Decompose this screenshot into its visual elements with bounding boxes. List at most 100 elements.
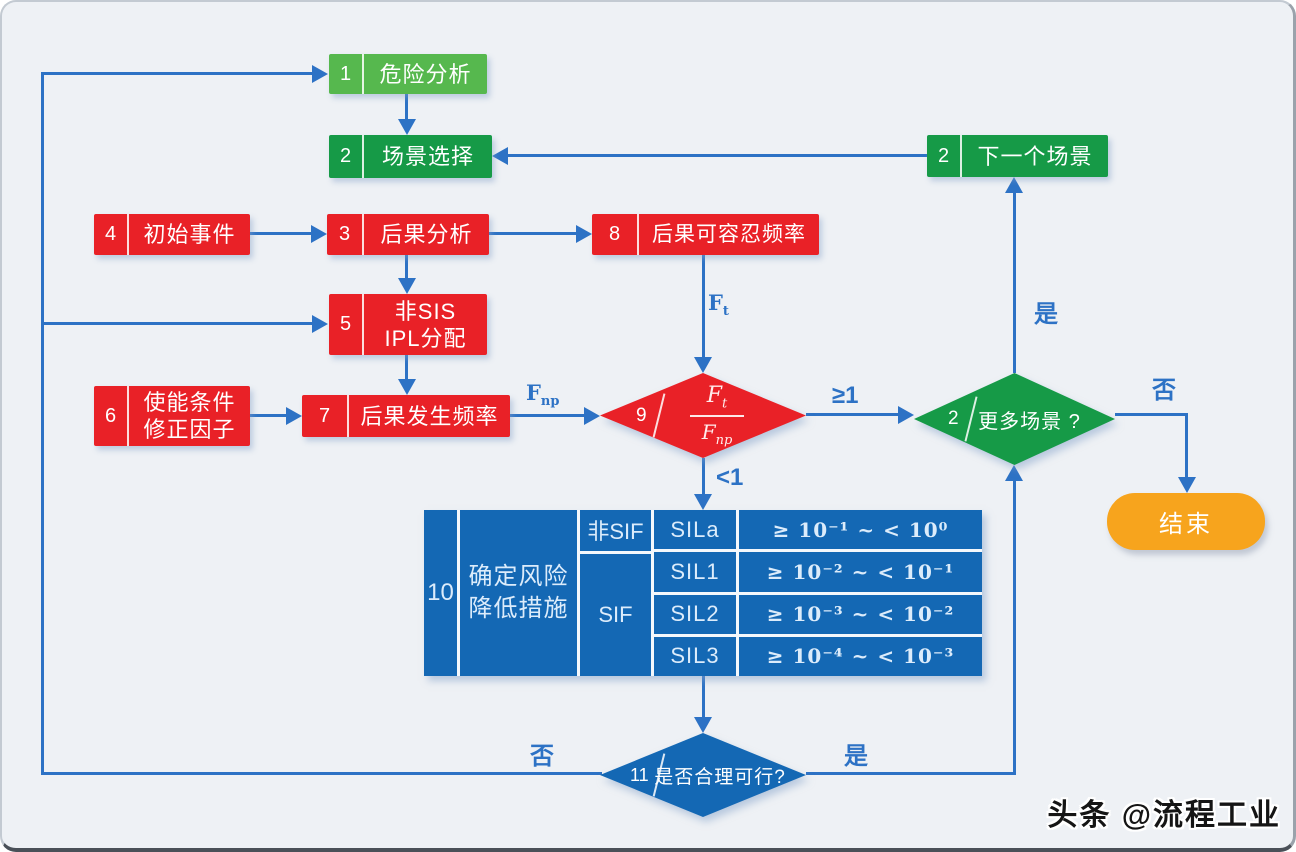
edge-label-no-more: 否 <box>1152 377 1176 404</box>
edge-feasibility-no-line <box>41 772 602 775</box>
node-number: 5 <box>329 294 364 355</box>
edge-feasibility-yes-vertical <box>1013 481 1016 775</box>
table-cell-class-sif: SIF <box>598 601 633 627</box>
table-cell-sil: SIL1 <box>654 552 736 595</box>
edge-ratio-to-table-line <box>702 458 705 494</box>
node-number: 2 <box>948 408 959 429</box>
arrowhead-into-feasibility <box>694 717 712 733</box>
arrowhead-into-scenario-selection <box>398 119 416 135</box>
table-cell-sil: SILa <box>654 510 736 553</box>
node-number: 10 <box>427 579 454 606</box>
node-label: 后果分析 <box>380 222 473 247</box>
edge-initiating-to-consequence-line <box>250 232 311 235</box>
arrowhead-into-sil-table <box>694 494 712 510</box>
arrowhead-into-ipl-allocation <box>398 278 416 294</box>
arrowhead-into-non-sis-ipl <box>312 315 328 333</box>
edge-label-no-feasible: 否 <box>530 743 554 770</box>
edge-ratio-to-more-scenarios-line <box>806 413 898 416</box>
edge-hazard-to-scenario-line <box>405 94 408 119</box>
edge-feedback-to-ipl-line <box>41 322 312 325</box>
edge-feedback-to-hazard-line <box>41 72 312 75</box>
arrowhead-into-ratio-decision-left <box>584 407 600 425</box>
node-end: 结束 <box>1107 493 1265 550</box>
watermark: 头条 @流程工业 <box>1047 799 1281 832</box>
node-number: 4 <box>94 214 129 255</box>
edge-ipl-to-frequency-line <box>405 355 408 379</box>
node-consequence-frequency: 7 后果发生频率 <box>302 395 510 437</box>
node-label: 是否合理可行? <box>654 766 786 788</box>
edge-label-lt-one: <1 <box>716 464 744 491</box>
node-number: 11 <box>630 764 649 785</box>
node-hazard-analysis: 1 危险分析 <box>329 54 487 94</box>
table-cell-class-nonsif: 非SIF <box>580 510 651 554</box>
node-initiating-event: 4 初始事件 <box>94 214 250 255</box>
node-non-sis-ipl: 5 非SIS IPL分配 <box>329 294 487 355</box>
edge-table-to-feasibility-line <box>702 676 705 717</box>
node-label-line2: IPL分配 <box>384 325 467 351</box>
edge-consequence-to-ipl-line <box>405 255 408 278</box>
table-cell-range: ≥ 10⁻² ~ < 10⁻¹ <box>739 552 982 595</box>
node-number: 1 <box>329 54 364 94</box>
decision-ratio: 9 Ft Fnp <box>600 373 806 458</box>
node-enabling-condition: 6 使能条件 修正因子 <box>94 386 250 446</box>
edge-label-fnp: Fnp <box>526 380 560 410</box>
node-scenario-selection: 2 场景选择 <box>329 135 492 178</box>
node-next-scenario: 2 下一个场景 <box>927 135 1108 177</box>
arrowhead-into-tolerable-frequency <box>576 225 592 243</box>
arrowhead-into-end <box>1178 477 1196 493</box>
node-label-line1: 非SIS <box>394 298 457 324</box>
table-cell-sil: SIL3 <box>670 643 720 669</box>
node-tolerable-frequency: 8 后果可容忍频率 <box>592 214 819 255</box>
edge-frequency-to-ratio-line <box>510 414 584 417</box>
node-number: 3 <box>327 214 364 255</box>
node-label-line2: 修正因子 <box>143 417 236 442</box>
node-label-line1: 使能条件 <box>143 390 236 415</box>
arrowhead-into-scenario-selection-right <box>492 147 508 165</box>
node-number: 2 <box>329 135 364 178</box>
node-number: 9 <box>636 404 647 426</box>
edge-more-scenarios-no-vertical <box>1185 413 1188 477</box>
node-number: 7 <box>302 395 349 437</box>
edge-next-to-scenario-line <box>508 154 927 157</box>
edge-label-yes-more: 是 <box>1034 301 1058 328</box>
edge-label-ft: Ft <box>708 290 729 320</box>
arrowhead-into-more-scenarios-bottom <box>1005 465 1023 481</box>
edge-more-scenarios-yes-line <box>1013 193 1016 373</box>
edge-consequence-to-tolerable-line <box>489 232 576 235</box>
arrowhead-into-consequence-frequency <box>398 379 416 395</box>
node-consequence-analysis: 3 后果分析 <box>327 214 489 255</box>
node-label: 下一个场景 <box>977 143 1093 169</box>
table-cell-range: ≥ 10⁻³ ~ < 10⁻² <box>739 595 982 637</box>
edge-tolerable-to-ratio-line <box>702 255 705 357</box>
node-label: 后果发生频率 <box>360 403 499 429</box>
ratio-fraction: Ft Fnp <box>662 383 744 448</box>
arrowhead-into-more-scenarios-left <box>898 406 914 424</box>
sil-table: 10 确定风险 降低措施 非SIF SIF SILa SIL1 SIL2 SIL… <box>424 510 982 676</box>
node-number: 2 <box>927 135 962 177</box>
table-cell-sil: SIL2 <box>654 595 736 637</box>
edge-enabling-to-frequency-line <box>250 414 286 417</box>
edge-feasibility-yes-horizontal <box>806 772 1015 775</box>
node-label: 确定风险 降低措施 <box>468 563 569 622</box>
arrowhead-into-consequence-analysis <box>311 225 327 243</box>
node-label: 场景选择 <box>381 144 474 169</box>
decision-more-scenarios: 2 更多场景 ? <box>914 373 1115 465</box>
node-label: 初始事件 <box>143 222 236 247</box>
node-label: 后果可容忍频率 <box>652 223 806 246</box>
edge-feedback-vertical-line <box>41 72 44 775</box>
decision-feasibility: 11 是否合理可行? <box>600 733 806 817</box>
table-cell-range: ≥ 10⁻⁴ ~ < 10⁻³ <box>766 644 955 669</box>
node-label: 更多场景 ? <box>978 410 1081 433</box>
node-number: 6 <box>94 386 129 446</box>
arrowhead-into-hazard-analysis <box>312 65 328 83</box>
edge-label-ge-one: ≥1 <box>832 382 859 409</box>
node-label: 危险分析 <box>379 61 472 87</box>
table-cell-range: ≥ 10⁻¹ ~ < 10⁰ <box>739 510 982 553</box>
arrowhead-into-ratio-decision-top <box>694 357 712 373</box>
edge-more-scenarios-no-horizontal <box>1115 413 1188 416</box>
arrowhead-into-next-scenario <box>1005 177 1023 193</box>
node-number: 8 <box>592 214 639 255</box>
arrowhead-into-consequence-frequency-left <box>286 407 302 425</box>
edge-label-yes-feasible: 是 <box>844 743 868 770</box>
